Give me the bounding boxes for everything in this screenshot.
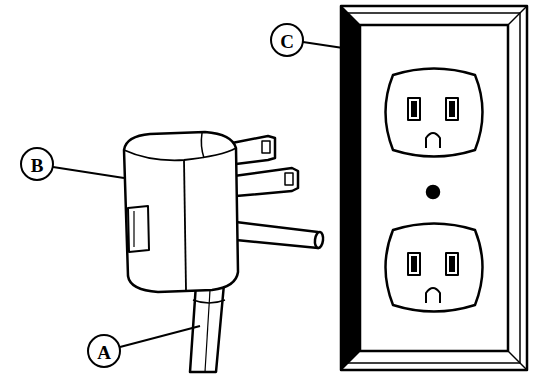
callout-circle xyxy=(271,24,303,56)
callout-letter: B xyxy=(31,156,44,175)
plug-prongs xyxy=(232,136,324,248)
callout-letter: A xyxy=(97,343,111,362)
callout-circle xyxy=(21,148,53,180)
receptacle xyxy=(386,69,483,157)
callout-circle xyxy=(88,335,120,367)
receptacle xyxy=(386,224,483,312)
outlet-plate xyxy=(341,6,527,370)
plate-screw xyxy=(427,186,439,198)
callout-letter: C xyxy=(280,32,294,51)
leader-line xyxy=(120,326,200,347)
callout-markers xyxy=(21,24,343,367)
leader-line xyxy=(303,42,343,48)
plug-body xyxy=(124,132,238,292)
leader-line xyxy=(53,167,124,178)
